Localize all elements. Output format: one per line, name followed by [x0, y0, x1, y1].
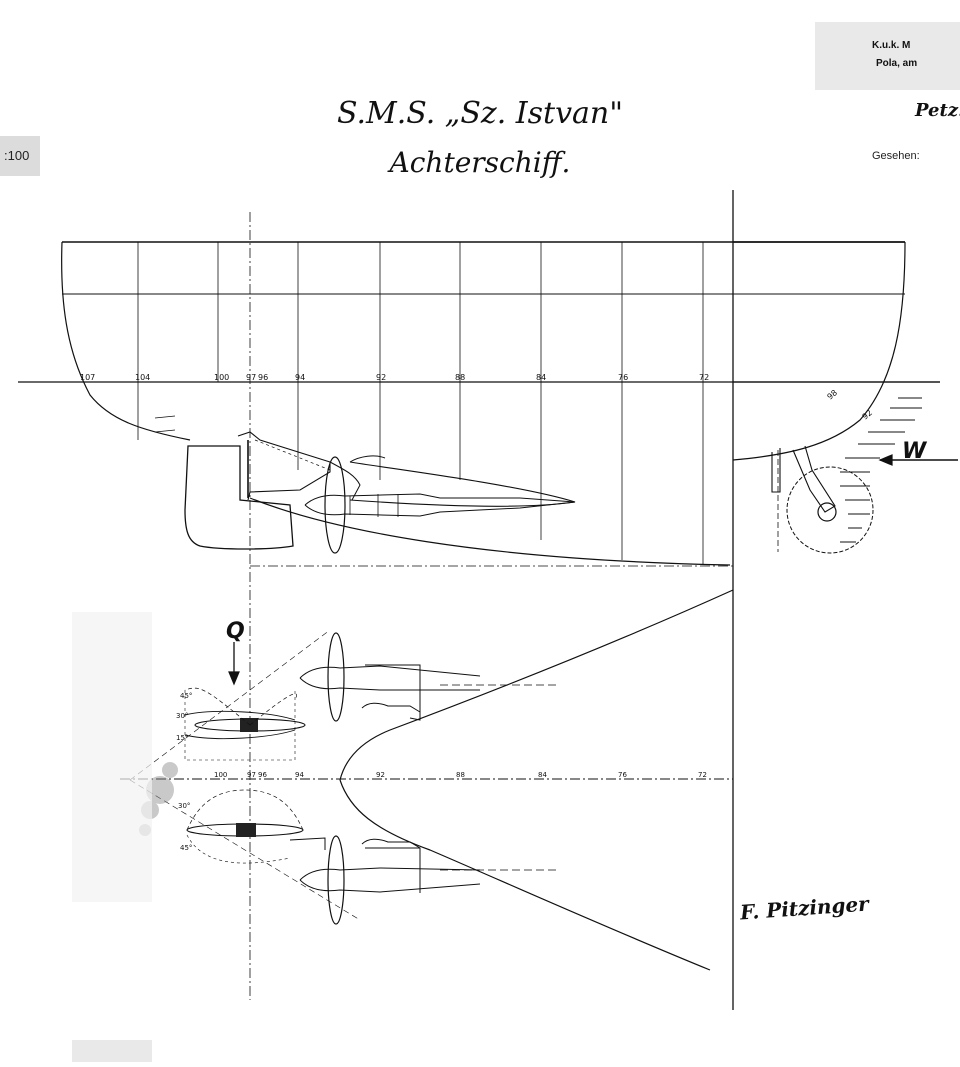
angle-labels: 45° 30° 15° 30° 45° [176, 692, 192, 852]
flow-label: W [902, 439, 928, 464]
scan-patch-left [72, 612, 152, 902]
angle-label: 45° [180, 692, 192, 700]
frame-label: 97 [247, 771, 256, 779]
stern-counter [61, 241, 191, 441]
rudder-plan-lower [186, 789, 326, 864]
scale-label: :100 [4, 148, 30, 163]
rudder-plan-upper [184, 687, 306, 761]
frame-label: 92 [861, 408, 875, 421]
drawing-subtitle: Achterschiff. [389, 146, 571, 179]
frame-label: 88 [456, 771, 465, 779]
scale-tab [0, 136, 40, 176]
frame-label: 92 [376, 373, 386, 382]
side-view [18, 190, 940, 1010]
angle-label: 30° [178, 802, 190, 810]
frame-label: 94 [295, 771, 304, 779]
drawing-title: S.M.S. „Sz. Istvan" [336, 96, 624, 131]
frame-label: 72 [699, 373, 709, 382]
propeller-side [324, 456, 346, 554]
angle-label: 30° [176, 712, 188, 720]
plan-view [120, 589, 734, 971]
frame-label: 100 [214, 771, 227, 779]
stamp-line-1: K.u.k. M [872, 40, 911, 51]
frame-label: 96 [258, 373, 268, 382]
frame-label: 84 [536, 373, 546, 382]
scan-patch-bottom [72, 1040, 152, 1062]
frame-label: 72 [698, 771, 707, 779]
frame-label: 98 [826, 388, 840, 401]
frame-label: 107 [80, 373, 95, 382]
office-stamp [815, 22, 960, 90]
frame-label: 76 [618, 771, 627, 779]
frame-label: 88 [455, 373, 465, 382]
rudder [184, 445, 294, 550]
frame-label: 96 [258, 771, 267, 779]
frame-label: 94 [295, 373, 305, 382]
stamp-line-2: Pola, am [876, 58, 918, 69]
propeller-plan-upper [327, 632, 345, 722]
frame-label: 92 [376, 771, 385, 779]
frame-label: 104 [135, 373, 150, 382]
frame-numbers-lower: 100 97 96 94 92 88 84 76 72 [214, 771, 707, 779]
body-section [732, 241, 958, 554]
propeller-plan-lower [327, 835, 345, 925]
frame-label: 76 [618, 373, 628, 382]
frame-label: 97 [246, 373, 256, 382]
angle-label: 15° [176, 734, 188, 742]
hull-outline-lower [339, 779, 711, 971]
frame-label: 100 [214, 373, 229, 382]
gesehen-label: Gesehen: [872, 150, 920, 162]
force-label: Q [226, 619, 245, 644]
body-frame-numbers: 98 92 [826, 388, 875, 421]
angle-label: 45° [180, 844, 192, 852]
keel-curve [249, 497, 731, 566]
stamp-signature: Petz. [915, 100, 960, 121]
frame-label: 84 [538, 771, 547, 779]
frame-numbers-upper: 107 104 100 97 96 94 92 88 84 76 72 [80, 373, 709, 382]
hull-outline-upper [339, 589, 734, 781]
